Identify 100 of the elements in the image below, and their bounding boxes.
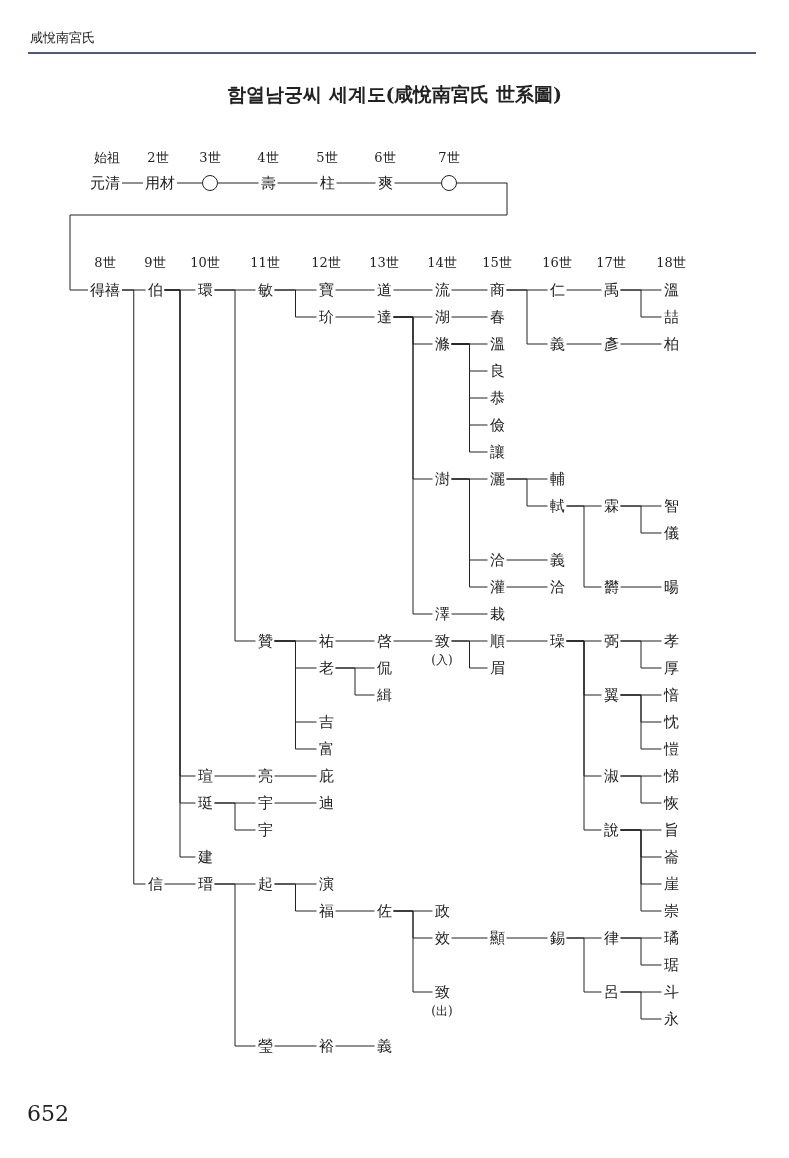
lineage-line bbox=[335, 1045, 375, 1047]
lineage-line bbox=[620, 775, 662, 804]
name-text: 永 bbox=[661, 1010, 681, 1028]
lineage-line bbox=[214, 883, 256, 1047]
lineage-line bbox=[164, 883, 196, 885]
lineage-line bbox=[335, 910, 375, 912]
lineage-line bbox=[335, 289, 375, 291]
lineage-line bbox=[620, 505, 662, 534]
name-text: 福 bbox=[316, 902, 336, 920]
lineage-line bbox=[69, 182, 508, 291]
name-text: 讓 bbox=[487, 443, 507, 461]
name-text: 軾 bbox=[547, 497, 567, 515]
running-header: 咸悅南宮氏 bbox=[30, 30, 95, 46]
annotation: (出) bbox=[431, 1004, 453, 1018]
generation-label: 始祖 bbox=[94, 149, 120, 168]
name-text: 瑩 bbox=[255, 1037, 275, 1055]
name-text: 侃 bbox=[374, 659, 394, 677]
name-text: 忱 bbox=[661, 713, 681, 731]
name-text: 眉 bbox=[487, 659, 507, 677]
lineage-line bbox=[566, 640, 602, 831]
name-text: 義 bbox=[547, 335, 567, 353]
lineage-line bbox=[620, 829, 662, 912]
name-text: 良 bbox=[487, 362, 507, 380]
lineage-line bbox=[566, 937, 602, 993]
name-text: 宇 bbox=[255, 794, 275, 812]
name-text: 珽 bbox=[195, 794, 215, 812]
name-text: 儀 bbox=[661, 524, 681, 542]
lineage-line bbox=[393, 910, 433, 993]
name-text: 致 bbox=[432, 983, 452, 1001]
generation-label: 11世 bbox=[250, 254, 280, 273]
lineage-line bbox=[566, 289, 602, 291]
name-text: 澍 bbox=[432, 470, 452, 488]
name-text: 淑 bbox=[601, 767, 621, 785]
lineage-line bbox=[620, 289, 662, 318]
lineage-line bbox=[506, 289, 548, 345]
name-text: 信 bbox=[145, 875, 165, 893]
name-text: 達 bbox=[374, 308, 394, 326]
name-text: 愷 bbox=[661, 740, 681, 758]
name-text: 恭 bbox=[487, 389, 507, 407]
generation-label: 2世 bbox=[147, 149, 169, 168]
name-text: 建 bbox=[195, 848, 215, 866]
name-text: 琚 bbox=[661, 956, 681, 974]
lineage-line bbox=[451, 613, 488, 615]
name-text: 儉 bbox=[487, 416, 507, 434]
name-text: 瑨 bbox=[195, 875, 215, 893]
name-text: 贊 bbox=[255, 632, 275, 650]
annotation: (入) bbox=[431, 653, 453, 667]
name-text: 洽 bbox=[547, 578, 567, 596]
lineage-line bbox=[214, 802, 256, 831]
lineage-line bbox=[121, 289, 146, 885]
name-text: 得禧 bbox=[88, 281, 122, 299]
name-text: 澤 bbox=[432, 605, 452, 623]
lineage-line bbox=[335, 316, 375, 318]
name-text: 暘 bbox=[661, 578, 681, 596]
lineage-line bbox=[506, 559, 548, 561]
name-text: 灌 bbox=[487, 578, 507, 596]
name-text: 效 bbox=[432, 929, 452, 947]
lineage-line bbox=[451, 343, 488, 453]
name-text: 敏 bbox=[255, 281, 275, 299]
name-text: 崇 bbox=[661, 902, 681, 920]
generation-label: 18世 bbox=[656, 254, 686, 273]
name-text: 翼 bbox=[601, 686, 621, 704]
name-text: 弼 bbox=[601, 632, 621, 650]
name-text: 伯 bbox=[145, 281, 165, 299]
generation-label: 8世 bbox=[94, 254, 116, 273]
generation-label: 9世 bbox=[144, 254, 166, 273]
lineage-line bbox=[620, 937, 662, 966]
name-text: 老 bbox=[316, 659, 336, 677]
name-text: 啓 bbox=[374, 632, 394, 650]
name-text: 輔 bbox=[547, 470, 567, 488]
name-text: 喆 bbox=[661, 308, 681, 326]
lineage-line bbox=[451, 937, 488, 939]
lineage-line bbox=[217, 182, 259, 184]
name-text: 洽 bbox=[487, 551, 507, 569]
name-text: 厚 bbox=[661, 659, 681, 677]
generation-label: 17世 bbox=[596, 254, 626, 273]
name-text: 起 bbox=[255, 875, 275, 893]
name-text: 霖 bbox=[601, 497, 621, 515]
name-text: 春 bbox=[487, 308, 507, 326]
name-text: 商 bbox=[487, 281, 507, 299]
lineage-line bbox=[335, 667, 375, 696]
page-number: 652 bbox=[27, 1099, 69, 1128]
lineage-line bbox=[506, 478, 548, 507]
lineage-line bbox=[451, 640, 488, 669]
name-text: 演 bbox=[316, 875, 336, 893]
name-text: 義 bbox=[374, 1037, 394, 1055]
name-text: 栽 bbox=[487, 605, 507, 623]
name-text: 旨 bbox=[661, 821, 681, 839]
name-text: 致 bbox=[432, 632, 452, 650]
lineage-line bbox=[620, 343, 662, 345]
lineage-line bbox=[274, 775, 317, 777]
name-text: 迪 bbox=[316, 794, 336, 812]
name-text: 亮 bbox=[255, 767, 275, 785]
name-text: 宇 bbox=[255, 821, 275, 839]
lineage-line bbox=[620, 694, 662, 750]
lineage-line bbox=[393, 316, 433, 615]
generation-label: 6世 bbox=[374, 149, 396, 168]
name-text: 溫 bbox=[487, 335, 507, 353]
generation-label: 7世 bbox=[438, 149, 460, 168]
generation-label: 14世 bbox=[427, 254, 457, 273]
